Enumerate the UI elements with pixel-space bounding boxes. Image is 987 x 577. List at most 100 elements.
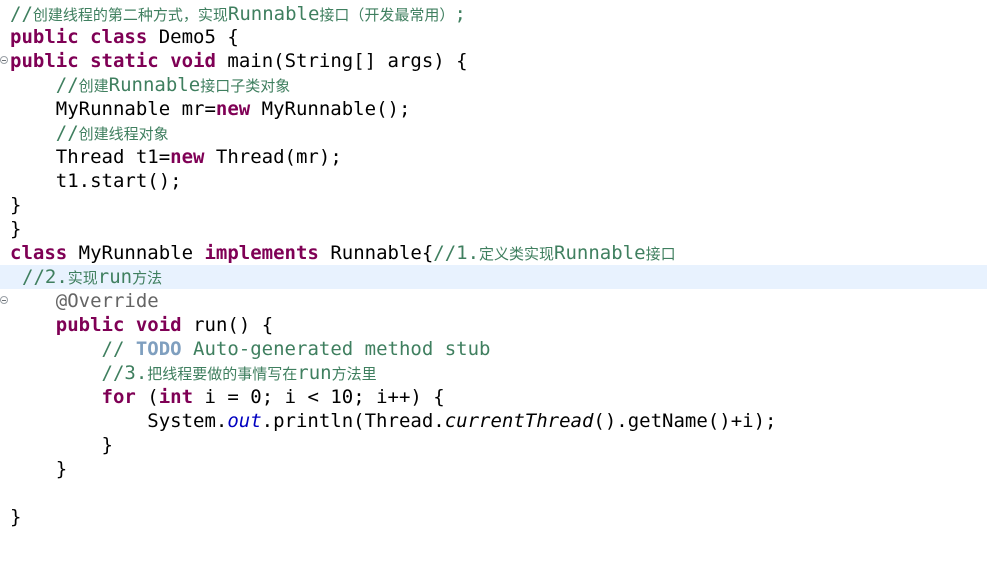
code-line[interactable]: } xyxy=(0,217,987,241)
code-line[interactable]: //创建线程对象 xyxy=(0,121,987,145)
code-line[interactable]: public void run() { xyxy=(0,313,987,337)
comment-text: 把线程要做的事情写在 xyxy=(147,365,298,383)
space xyxy=(79,50,90,72)
comment-text: 定义类实现 xyxy=(479,245,555,263)
code-text: } xyxy=(10,505,21,529)
code-line[interactable]: System.out.println(Thread.currentThread(… xyxy=(0,409,987,433)
code-text: class MyRunnable implements Runnable{//1… xyxy=(10,241,676,266)
code-token: Thread t1= xyxy=(10,146,171,168)
code-text: } xyxy=(10,457,67,481)
code-token: MyRunnable(); xyxy=(250,98,411,120)
indent xyxy=(10,386,102,408)
indent xyxy=(10,314,56,336)
keyword: class xyxy=(90,26,148,48)
space xyxy=(124,314,135,336)
fold-toggle-icon[interactable] xyxy=(0,296,8,304)
annotation: @Override xyxy=(55,290,159,312)
keyword: implements xyxy=(204,242,319,264)
code-line[interactable]: @Override xyxy=(0,289,987,313)
comment-text: Auto-generated method stub xyxy=(181,338,491,360)
comment-text: Runnable xyxy=(227,3,320,25)
code-line[interactable]: } xyxy=(0,193,987,217)
code-text: //创建线程的第二种方式，实现Runnable接口（开发最常用）; xyxy=(10,2,466,27)
code-token: Thread(mr); xyxy=(204,146,342,168)
code-token: .println(Thread. xyxy=(261,410,445,432)
code-text: //2.实现run方法 xyxy=(22,265,162,290)
code-line[interactable]: t1.start(); xyxy=(0,169,987,193)
comment-text: 创建线程对象 xyxy=(78,125,169,143)
code-text: System.out.println(Thread.currentThread(… xyxy=(10,409,776,433)
code-text: public static void main(String[] args) { xyxy=(10,49,468,73)
code-line[interactable]: //创建线程的第二种方式，实现Runnable接口（开发最常用）; xyxy=(0,2,987,26)
keyword: for xyxy=(101,386,136,408)
keyword: class xyxy=(10,242,68,264)
code-editor[interactable]: //创建线程的第二种方式，实现Runnable接口（开发最常用）; public… xyxy=(0,0,987,553)
comment-text: ; xyxy=(454,3,466,25)
code-token: Demo5 { xyxy=(147,26,239,48)
code-text: public class Demo5 { xyxy=(10,25,239,49)
code-token: ( xyxy=(135,386,159,408)
comment-text: 创建线程的第二种方式，实现 xyxy=(32,6,228,24)
code-text: for (int i = 0; i < 10; i++) { xyxy=(10,385,445,409)
code-token: run() { xyxy=(181,314,274,336)
code-text: public void run() { xyxy=(10,313,273,337)
space xyxy=(79,26,90,48)
code-line-current[interactable]: //2.实现run方法 xyxy=(0,265,987,289)
code-line[interactable]: for (int i = 0; i < 10; i++) { xyxy=(0,385,987,409)
code-text: // TODO Auto-generated method stub xyxy=(10,337,491,361)
code-text: //3.把线程要做的事情写在run方法里 xyxy=(10,361,377,386)
code-line[interactable]: } xyxy=(0,457,987,481)
keyword: public xyxy=(10,50,79,72)
comment-slashes: //3. xyxy=(101,362,148,384)
comment-text: 实现 xyxy=(67,269,98,287)
code-line[interactable]: public class Demo5 { xyxy=(0,25,987,49)
code-line[interactable]: } xyxy=(0,505,987,529)
code-line[interactable] xyxy=(0,481,987,505)
todo-tag: TODO xyxy=(135,338,182,360)
comment-text: 接口 xyxy=(645,245,676,263)
keyword: void xyxy=(135,314,182,336)
code-token: } xyxy=(10,218,22,240)
code-token: } xyxy=(10,434,113,456)
indent xyxy=(10,290,56,312)
keyword: new xyxy=(215,98,251,120)
comment-text: run xyxy=(97,266,133,288)
code-text: } xyxy=(10,217,21,241)
comment-slashes: // xyxy=(101,338,136,360)
code-text: //创建线程对象 xyxy=(10,121,169,146)
fold-toggle-icon[interactable] xyxy=(0,56,8,64)
code-line[interactable]: } xyxy=(0,433,987,457)
code-token: Runnable{ xyxy=(318,242,434,264)
comment-slashes: //2. xyxy=(22,266,68,288)
indent xyxy=(10,338,102,360)
code-text: @Override xyxy=(10,289,159,313)
code-token: MyRunnable mr= xyxy=(10,98,216,120)
indent xyxy=(10,122,56,144)
code-line[interactable]: //3.把线程要做的事情写在run方法里 xyxy=(0,361,987,385)
code-line[interactable]: Thread t1=new Thread(mr); xyxy=(0,145,987,169)
keyword: void xyxy=(170,50,216,72)
comment-text: 方法 xyxy=(132,269,163,287)
comment-text: 接口子类对象 xyxy=(200,77,291,95)
code-line[interactable]: // TODO Auto-generated method stub xyxy=(0,337,987,361)
code-token: ().getName()+i); xyxy=(593,410,777,432)
comment-text: run xyxy=(297,362,332,384)
code-text: //创建Runnable接口子类对象 xyxy=(10,73,290,98)
code-line[interactable]: class MyRunnable implements Runnable{//1… xyxy=(0,241,987,265)
code-text: } xyxy=(10,433,113,457)
indent xyxy=(10,74,56,96)
keyword: static xyxy=(90,50,159,72)
comment-slashes: // xyxy=(10,3,33,25)
comment-text: 方法里 xyxy=(331,365,377,383)
comment-text: 接口（开发最常用） xyxy=(319,6,455,24)
code-token: System. xyxy=(10,410,228,432)
code-line[interactable]: MyRunnable mr=new MyRunnable(); xyxy=(0,97,987,121)
keyword: int xyxy=(158,386,194,408)
code-line[interactable]: //创建Runnable接口子类对象 xyxy=(0,73,987,97)
code-token: t1.start(); xyxy=(10,170,182,192)
comment-text: Runnable xyxy=(108,74,201,96)
comment-slashes: //1. xyxy=(433,242,480,264)
code-line[interactable]: public static void main(String[] args) { xyxy=(0,49,987,73)
indent xyxy=(10,362,102,384)
code-token: } xyxy=(10,506,22,528)
